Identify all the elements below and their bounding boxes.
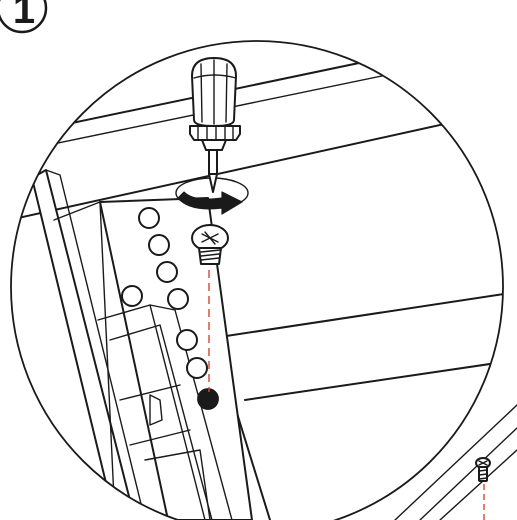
phillips-screwdriver-icon bbox=[189, 57, 241, 193]
flat-head-screw-icon bbox=[191, 224, 229, 265]
background-panel bbox=[394, 404, 517, 520]
detail-magnified-view bbox=[11, 41, 503, 520]
detail-circle-outline bbox=[10, 40, 504, 520]
flat-head-screw-icon-small bbox=[475, 457, 491, 482]
step-number: 1 bbox=[13, 0, 35, 32]
bracket-holes bbox=[121, 207, 219, 410]
clockwise-rotation-arrow-icon bbox=[175, 177, 249, 215]
step-number-badge: 1 bbox=[0, 0, 48, 34]
target-hole bbox=[197, 388, 219, 410]
